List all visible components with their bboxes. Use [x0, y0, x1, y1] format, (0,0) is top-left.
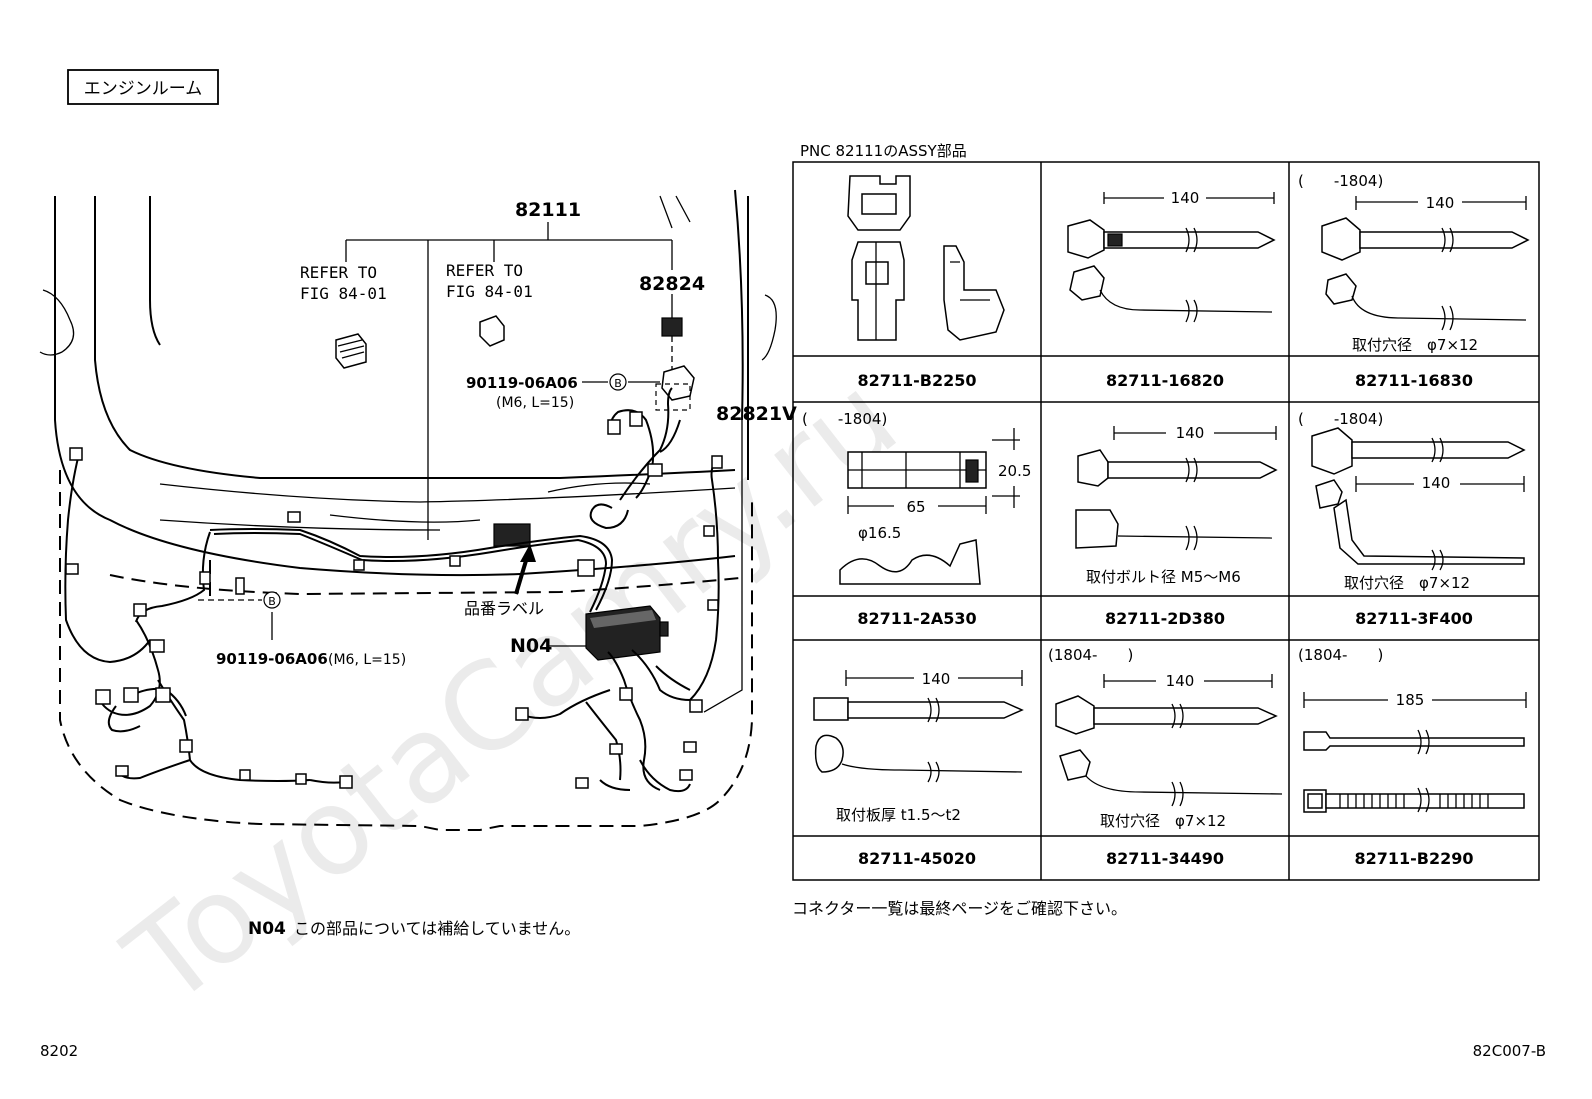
marker-b-top-label: B	[614, 377, 622, 390]
cell-9-dim: 185	[1396, 691, 1425, 709]
cell-8-part: 82711-34490	[1106, 849, 1224, 868]
cell-4-dim2: 20.5	[998, 462, 1031, 480]
cell-8-date: (1804- )	[1048, 646, 1133, 664]
harness-connectors	[65, 411, 723, 789]
cell-3-part: 82711-16830	[1355, 371, 1473, 390]
area-label-box	[67, 69, 219, 105]
cell-4-dim3: φ16.5	[858, 524, 901, 542]
cell-2-drawing: 140	[1067, 189, 1276, 323]
part-number-82111: 82111	[515, 199, 581, 221]
cell-3-dim: 140	[1426, 194, 1455, 212]
relay-82824	[661, 317, 683, 370]
n04-label: N04	[510, 635, 552, 657]
bolt-left-number: 90119-06A06	[216, 650, 328, 668]
cell-4-dim: 65	[906, 498, 925, 516]
refer-mid-line2: FIG 84-01	[446, 282, 533, 301]
cell-2-dim: 140	[1171, 189, 1200, 207]
marker-b-left-label: B	[268, 595, 276, 608]
n04-junction-box	[585, 605, 669, 661]
bolt-left-spec: (M6, L=15)	[328, 652, 406, 668]
cell-7-dim: 140	[922, 670, 951, 688]
cell-3-date: ( -1804)	[1298, 172, 1383, 190]
cell-7-note: 取付板厚 t1.5～t2	[836, 806, 961, 824]
cell-9-date: (1804- )	[1298, 646, 1383, 664]
cell-9-part: 82711-B2290	[1354, 849, 1473, 868]
part-number-82824: 82824	[639, 273, 705, 295]
cell-5-drawing: 140 取付ボルト径 M5～M6	[1075, 424, 1278, 586]
cell-2-part: 82711-16820	[1106, 371, 1224, 390]
bolt-top-number: 90119-06A06	[466, 374, 578, 392]
marker-b-top	[609, 373, 627, 391]
page-number-left: 8202	[40, 1042, 78, 1060]
parts-table-grid	[792, 161, 1540, 881]
cell-4-date: ( -1804)	[802, 410, 887, 428]
area-label: エンジンルーム	[84, 79, 203, 99]
note-text: この部品については補給していません。	[294, 919, 580, 938]
refer-left-line2: FIG 84-01	[300, 284, 387, 303]
clip-part-mid	[479, 315, 505, 347]
cell-5-dim: 140	[1176, 424, 1205, 442]
cell-6-drawing: ( -1804) 140 取付穴径 φ7×12	[1298, 410, 1526, 592]
cell-3-note: 取付穴径 φ7×12	[1352, 336, 1478, 354]
cell-9-drawing: (1804- ) 185	[1298, 646, 1527, 813]
marker-b-left	[263, 591, 281, 609]
cell-3-drawing: ( -1804) 140 取付穴径 φ7×12	[1298, 172, 1530, 354]
cell-8-note: 取付穴径 φ7×12	[1100, 812, 1226, 830]
engine-room-outline	[39, 189, 777, 831]
page-number-right: 82C007-B	[1473, 1042, 1546, 1060]
cell-6-note: 取付穴径 φ7×12	[1344, 574, 1470, 592]
label-plate	[493, 523, 531, 547]
cell-1-part: 82711-B2250	[857, 371, 976, 390]
refer-left-line1: REFER TO	[300, 263, 377, 282]
cell-8-drawing: (1804- ) 140 取付穴径 φ7×12	[1048, 646, 1283, 830]
cell-7-drawing: 140 取付板厚 t1.5～t2	[813, 670, 1024, 824]
cell-6-dim: 140	[1422, 474, 1451, 492]
clip-part-left	[335, 333, 367, 369]
part-82111-leaders	[345, 222, 743, 713]
cell-5-part: 82711-2D380	[1105, 609, 1225, 628]
cell-1-drawing	[847, 175, 1005, 341]
cell-4-part: 82711-2A530	[857, 609, 976, 628]
label-callout: 品番ラベル	[464, 599, 544, 618]
bolt-top-spec: (M6, L=15)	[496, 395, 574, 411]
part-number-82821v: 82821V	[716, 403, 797, 425]
table-caption: PNC 82111のASSY部品	[800, 142, 967, 160]
cell-6-date: ( -1804)	[1298, 410, 1383, 428]
cell-4-drawing: ( -1804) 65 20.5 φ16.5	[802, 410, 1031, 585]
refer-mid-line1: REFER TO	[446, 261, 523, 280]
connector-bracket-top	[655, 365, 695, 411]
cell-7-part: 82711-45020	[858, 849, 976, 868]
connector-note: コネクター一覧は最終ページをご確認下さい。	[792, 899, 1127, 918]
note-code: N04	[248, 919, 286, 939]
cell-6-part: 82711-3F400	[1355, 609, 1473, 628]
wire-harness	[64, 387, 720, 793]
cell-8-dim: 140	[1166, 672, 1195, 690]
cell-5-note: 取付ボルト径 M5～M6	[1086, 568, 1241, 586]
